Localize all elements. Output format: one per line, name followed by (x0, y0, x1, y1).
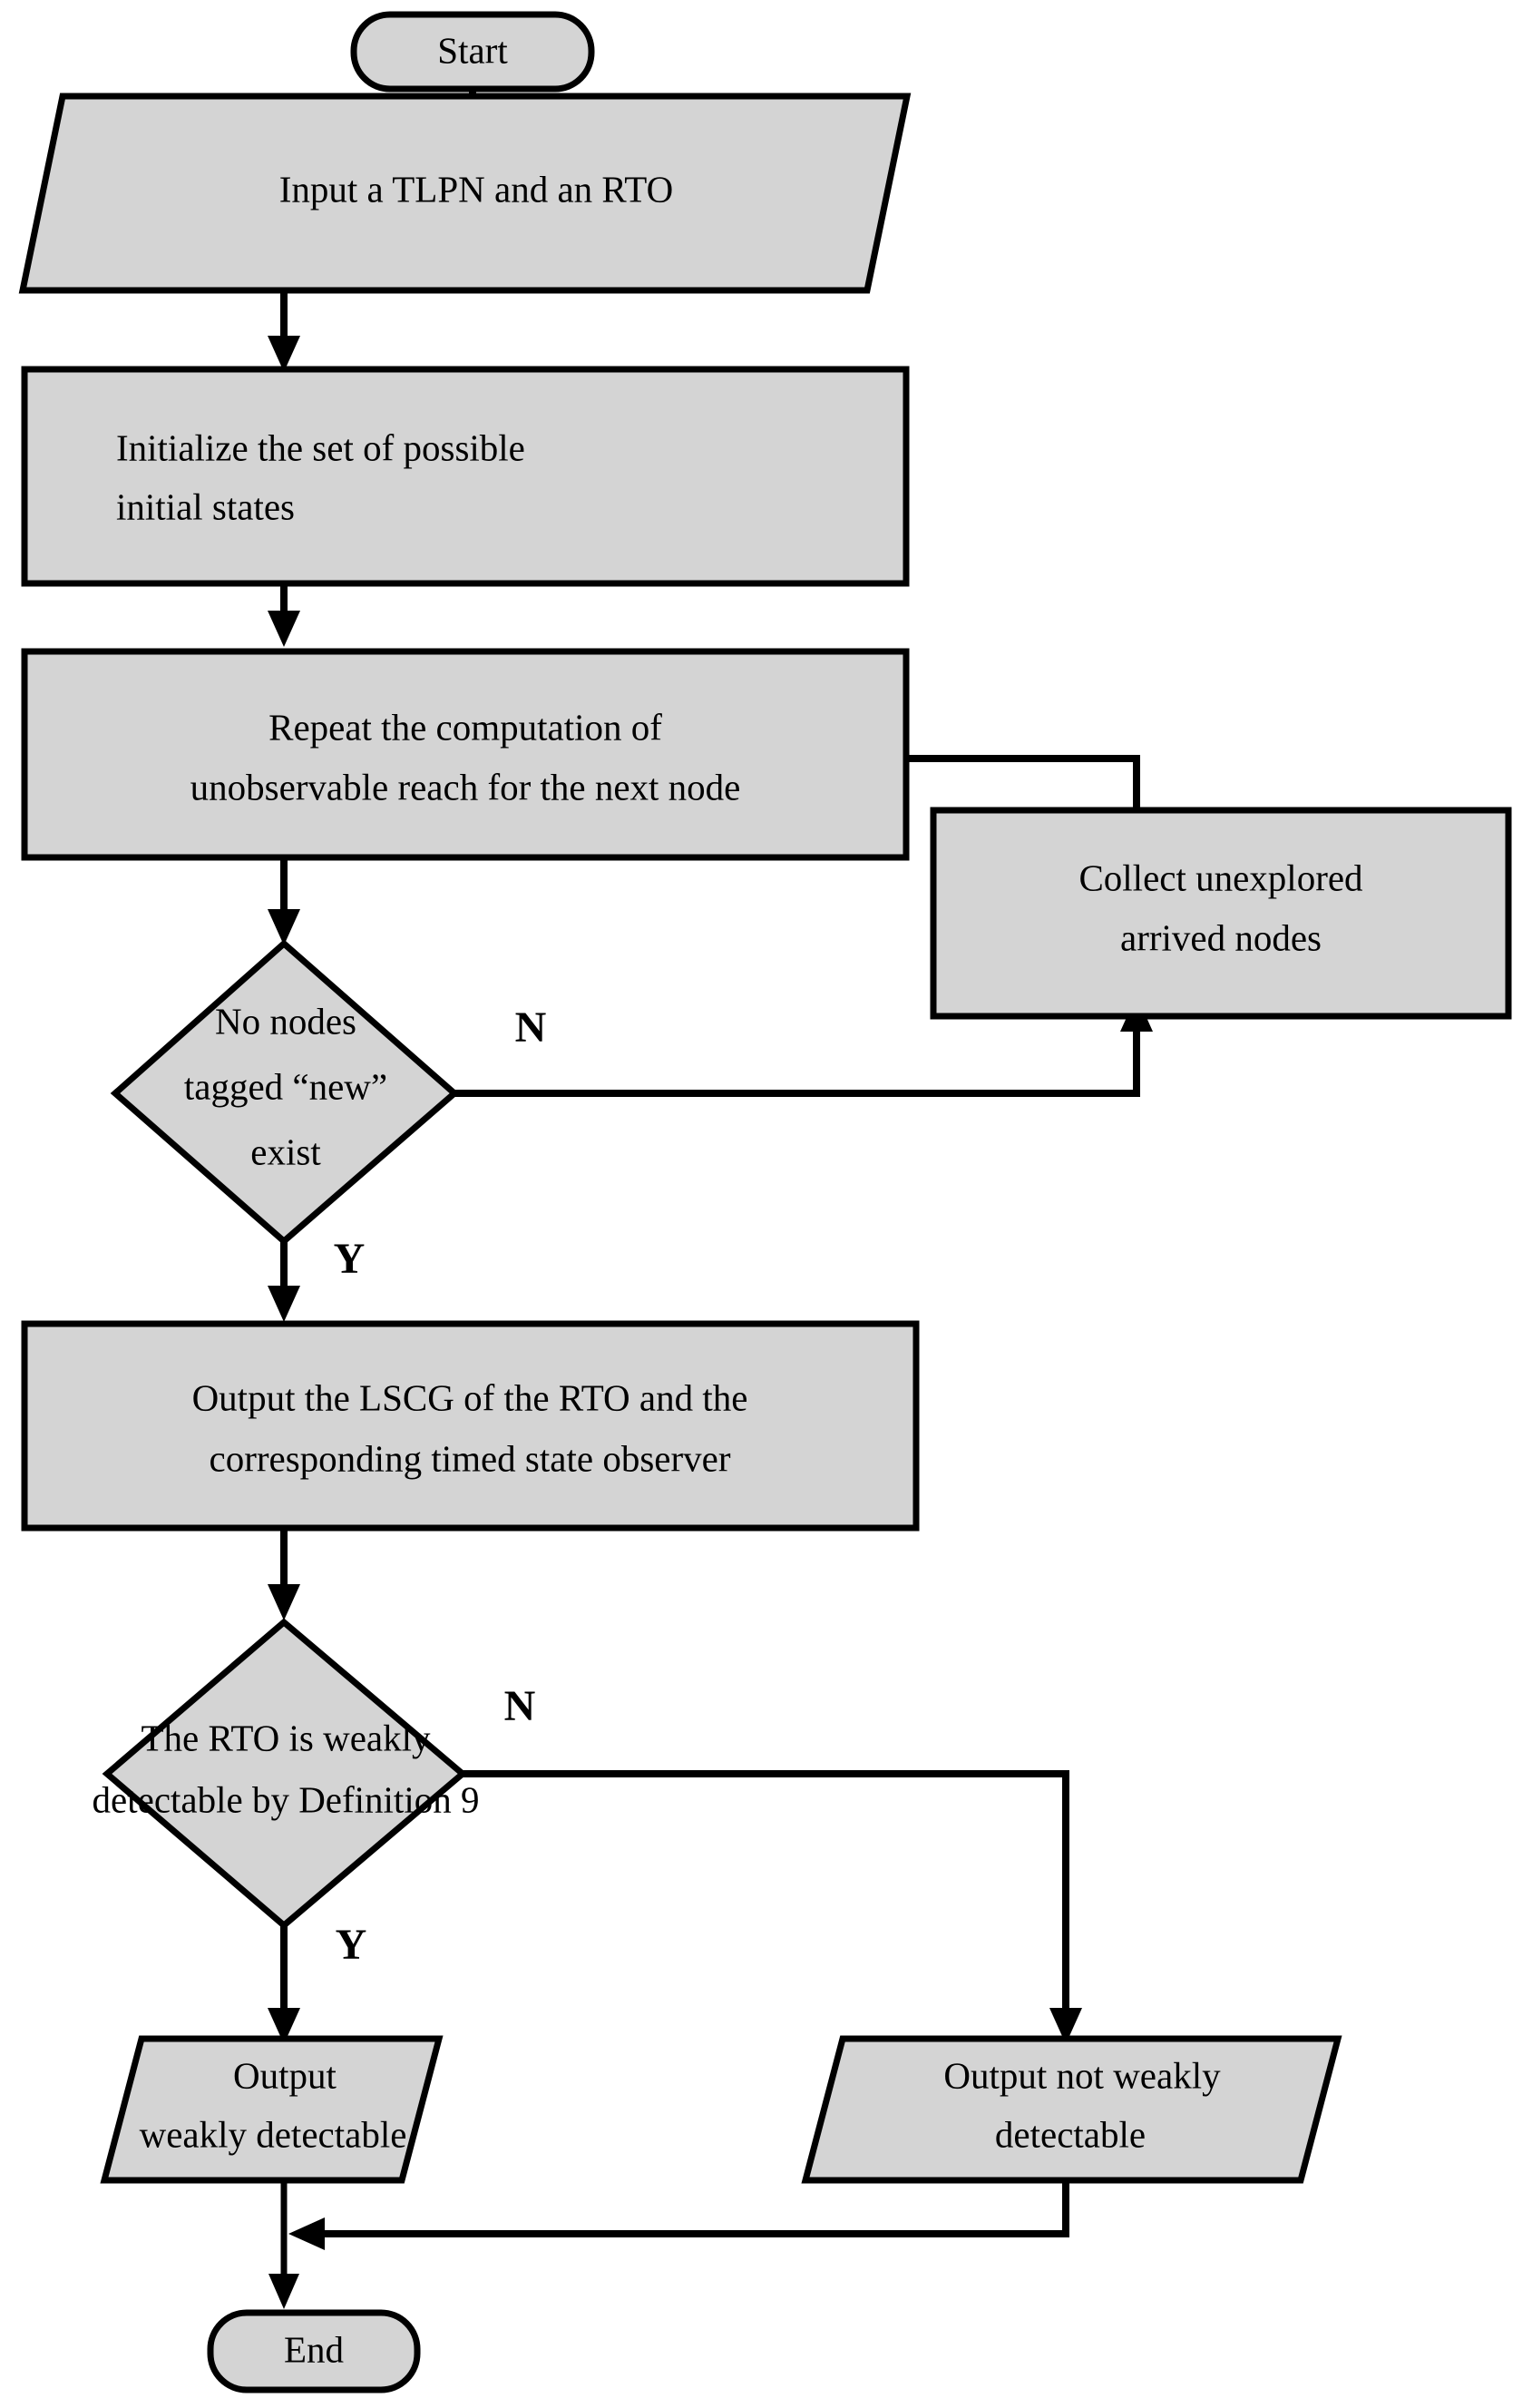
branch-label-new-nodes-yes: Y (334, 1235, 366, 1283)
node-output-weakly-detectable[interactable]: Output weakly detectable (100, 2035, 444, 2184)
start-shape (350, 11, 595, 93)
decision-new-nodes-line1: No nodes (215, 1000, 356, 1042)
edge-output-not-weakly-to-end (288, 2182, 1069, 2250)
node-output-lscg[interactable]: Output the LSCG of the RTO and the corre… (21, 1320, 920, 1532)
edge-output-weakly-to-end (268, 2182, 299, 2309)
node-repeat-compute[interactable]: Repeat the computation of unobservable r… (21, 648, 910, 861)
output-lscg-shape (21, 1320, 920, 1532)
edge-initialize-to-repeat (268, 583, 300, 647)
collect-nodes-shape (930, 807, 1512, 1020)
output-weakly-detectable-line1: Output (233, 2054, 337, 2096)
output-not-weakly-detectable-line1: Output not weakly (943, 2054, 1221, 2096)
edge-decision-weakly-detectable-yes-to-output (268, 1925, 300, 2044)
repeat-compute-label-line1: Repeat the computation of (268, 706, 662, 748)
input-tlpn-label: Input a TLPN and an RTO (279, 168, 673, 210)
arrowhead-icon (268, 611, 300, 647)
initialize-label-line1: Initialize the set of possible (116, 426, 525, 468)
decision-new-nodes-shape (110, 939, 460, 1246)
repeat-compute-shape (21, 648, 910, 861)
branch-label-weakly-detectable-no: N (504, 1682, 536, 1730)
end-shape (207, 2309, 421, 2393)
decision-weakly-detectable-shape (102, 1618, 468, 1930)
branch-label-new-nodes-no: N (515, 1003, 547, 1052)
arrowhead-icon (288, 2217, 325, 2250)
arrowhead-icon (268, 1286, 300, 1322)
node-decision-new-nodes[interactable]: No nodes tagged “new” exist (110, 939, 460, 1246)
decision-new-nodes-line3: exist (250, 1131, 321, 1172)
decision-new-nodes-line2: tagged “new” (184, 1065, 387, 1107)
node-output-not-weakly-detectable[interactable]: Output not weakly detectable (801, 2035, 1342, 2184)
arrowhead-icon (268, 336, 300, 372)
start-label: Start (437, 29, 508, 71)
input-tlpn-shape (18, 93, 912, 294)
node-collect-nodes[interactable]: Collect unexplored arrived nodes (930, 807, 1512, 1020)
output-weakly-detectable-line2: weakly detectable (140, 2113, 407, 2155)
node-input-tlpn[interactable]: Input a TLPN and an RTO (18, 93, 912, 294)
arrowhead-icon (1049, 2008, 1082, 2044)
edge-repeat-to-decision-new-nodes (268, 857, 300, 945)
decision-weakly-detectable-line1: The RTO is weakly (141, 1717, 431, 1758)
edge-input-to-initialize (268, 293, 300, 372)
output-lscg-line2: corresponding timed state observer (210, 1437, 731, 1479)
node-end[interactable]: End (207, 2309, 421, 2393)
node-decision-weakly-detectable[interactable]: The RTO is weakly detectable by Definiti… (93, 1618, 480, 1930)
arrowhead-icon (268, 2008, 300, 2044)
initialize-shape (21, 366, 910, 587)
repeat-compute-label-line2: unobservable reach for the next node (190, 766, 741, 808)
output-weakly-detectable-shape (100, 2035, 444, 2184)
initialize-label-line2: initial states (116, 485, 295, 527)
branch-label-weakly-detectable-yes: Y (336, 1921, 367, 1969)
edge-decision-new-nodes-yes-to-output-lscg (268, 1241, 300, 1322)
output-lscg-line1: Output the LSCG of the RTO and the (192, 1376, 748, 1418)
collect-nodes-label-line2: arrived nodes (1120, 916, 1322, 958)
arrowhead-icon (268, 1584, 300, 1620)
edge-decision-weakly-detectable-no-to-output (463, 1770, 1082, 2044)
node-initialize[interactable]: Initialize the set of possible initial s… (21, 366, 910, 587)
end-label: End (284, 2328, 344, 2370)
arrowhead-icon (268, 909, 300, 945)
arrowhead-icon (268, 2274, 299, 2309)
decision-weakly-detectable-line2: detectable by Definition 9 (93, 1778, 480, 1820)
edge-output-lscg-to-decision-weakly-detectable (268, 1528, 300, 1620)
collect-nodes-label-line1: Collect unexplored (1078, 857, 1362, 898)
output-not-weakly-detectable-line2: detectable (995, 2113, 1146, 2155)
node-start[interactable]: Start (350, 11, 595, 93)
output-not-weakly-detectable-shape (801, 2035, 1342, 2184)
